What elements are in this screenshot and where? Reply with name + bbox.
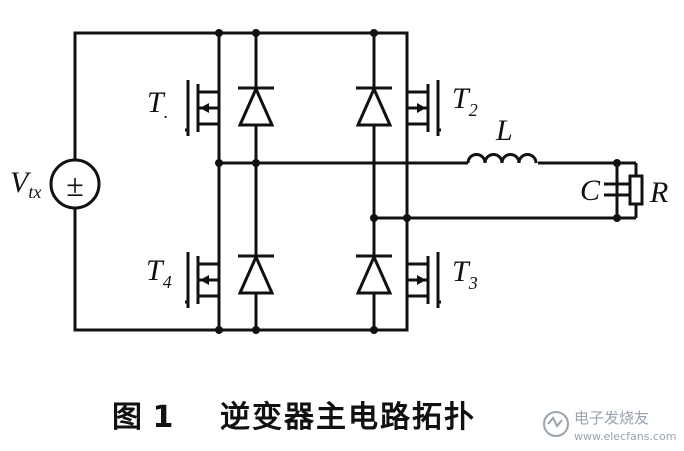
junction-dot [403, 214, 411, 222]
dc-voltage-source: ± [49, 158, 101, 210]
junction-dot [215, 159, 223, 167]
inductor-l [466, 150, 538, 165]
figure-title: 逆变器主电路拓扑 [220, 400, 476, 435]
junction-dot [252, 29, 260, 37]
diode-d2 [355, 85, 393, 127]
mosfet-t4-label-sub: 4 [163, 272, 172, 292]
figure-number: 图 1 [112, 400, 173, 435]
mosfet-t1-symbol [185, 80, 219, 136]
diode-d1 [237, 85, 275, 127]
mosfet-t3-label-sub: 3 [468, 273, 478, 293]
source-polarity-sign: ± [66, 167, 84, 203]
junction-dot [370, 214, 378, 222]
junction-dots [215, 29, 621, 334]
watermark-logo-icon [543, 411, 569, 437]
mosfet-t3-label: T3 [452, 255, 478, 293]
inductor-label: L [495, 114, 513, 147]
capacitor-label: C [580, 174, 601, 207]
junction-dot [370, 326, 378, 334]
junction-dot [252, 159, 260, 167]
mosfet-t2-symbol [407, 80, 441, 136]
mosfet-t1-label: T. [147, 86, 168, 122]
mosfet-t4-symbol [185, 252, 219, 308]
junction-dot [252, 326, 260, 334]
source-label-main: V [10, 166, 32, 199]
junction-dot [215, 326, 223, 334]
junction-dot [370, 29, 378, 37]
mosfet-t3-symbol [407, 252, 441, 308]
diode-d3 [355, 253, 393, 295]
mosfet-t4-label-main: T [146, 254, 165, 287]
mosfet-t1-label-main: T [147, 86, 166, 119]
watermark-text: 电子发烧友 [574, 409, 649, 427]
resistor-r [617, 161, 644, 220]
source-label: Vtx [10, 166, 41, 202]
capacitor-c [604, 163, 630, 218]
junction-dot [215, 29, 223, 37]
watermark-url: www.elecfans.com [574, 430, 676, 443]
mosfet-t1-label-sub: . [164, 102, 169, 122]
mosfet-t3-label-main: T [452, 255, 471, 288]
source-label-sub: tx [28, 182, 41, 202]
resistor-label: R [649, 176, 668, 209]
diode-d4 [237, 253, 275, 295]
watermark: 电子发烧友 www.elecfans.com [543, 409, 676, 443]
mosfet-t2-label-sub: 2 [469, 100, 478, 120]
mosfet-t2-label: T2 [452, 82, 478, 120]
mosfet-t4-label: T4 [146, 254, 172, 292]
mosfet-t2-label-main: T [452, 82, 471, 115]
